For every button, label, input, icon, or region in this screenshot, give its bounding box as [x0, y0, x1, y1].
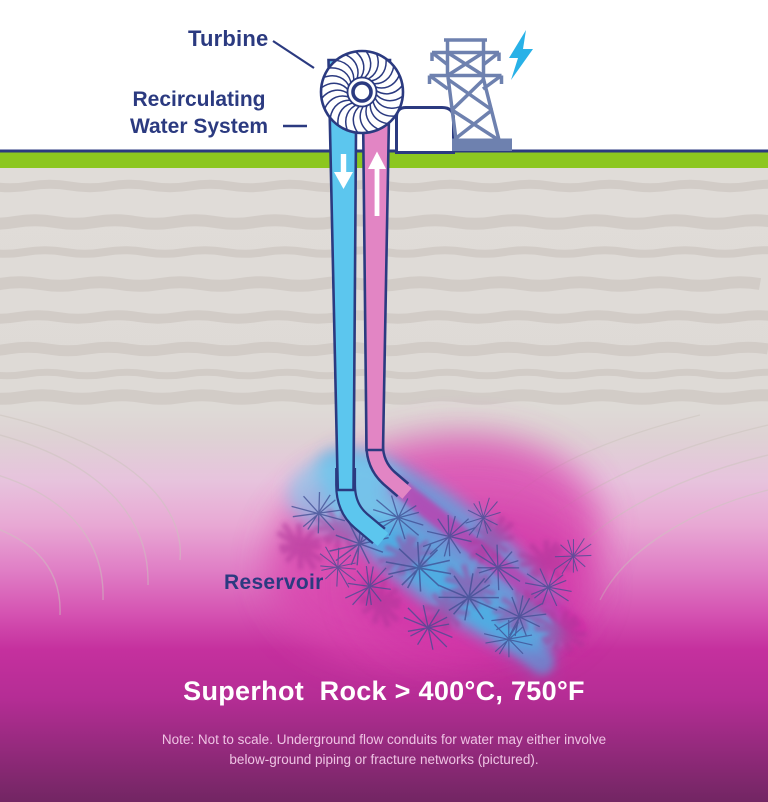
- powerhouse-building-icon: [395, 106, 455, 154]
- up-arrow-icon: [368, 151, 386, 216]
- superhot-rock-title: Superhot Rock > 400°C, 750°F: [183, 676, 585, 706]
- footnote: Note: Not to scale. Underground flow con…: [0, 730, 768, 769]
- footnote-line1: Note: Not to scale. Underground flow con…: [161, 732, 607, 747]
- turbine-label: Turbine: [188, 26, 269, 51]
- transmission-tower-icon: [427, 38, 512, 151]
- recirculating-label-line1: Recirculating: [132, 88, 266, 111]
- turbine-wheel-icon: [299, 29, 415, 159]
- down-arrow-icon: [334, 154, 353, 189]
- recirculating-water-system-label: Recirculating Water System: [118, 86, 280, 140]
- footnote-line2: below-ground piping or fracture networks…: [229, 751, 539, 767]
- recirculating-label-line2: Water System: [129, 115, 269, 138]
- leader-lines: [272, 40, 315, 128]
- lightning-bolt-icon: [509, 30, 533, 80]
- reservoir-label: Reservoir: [224, 571, 324, 594]
